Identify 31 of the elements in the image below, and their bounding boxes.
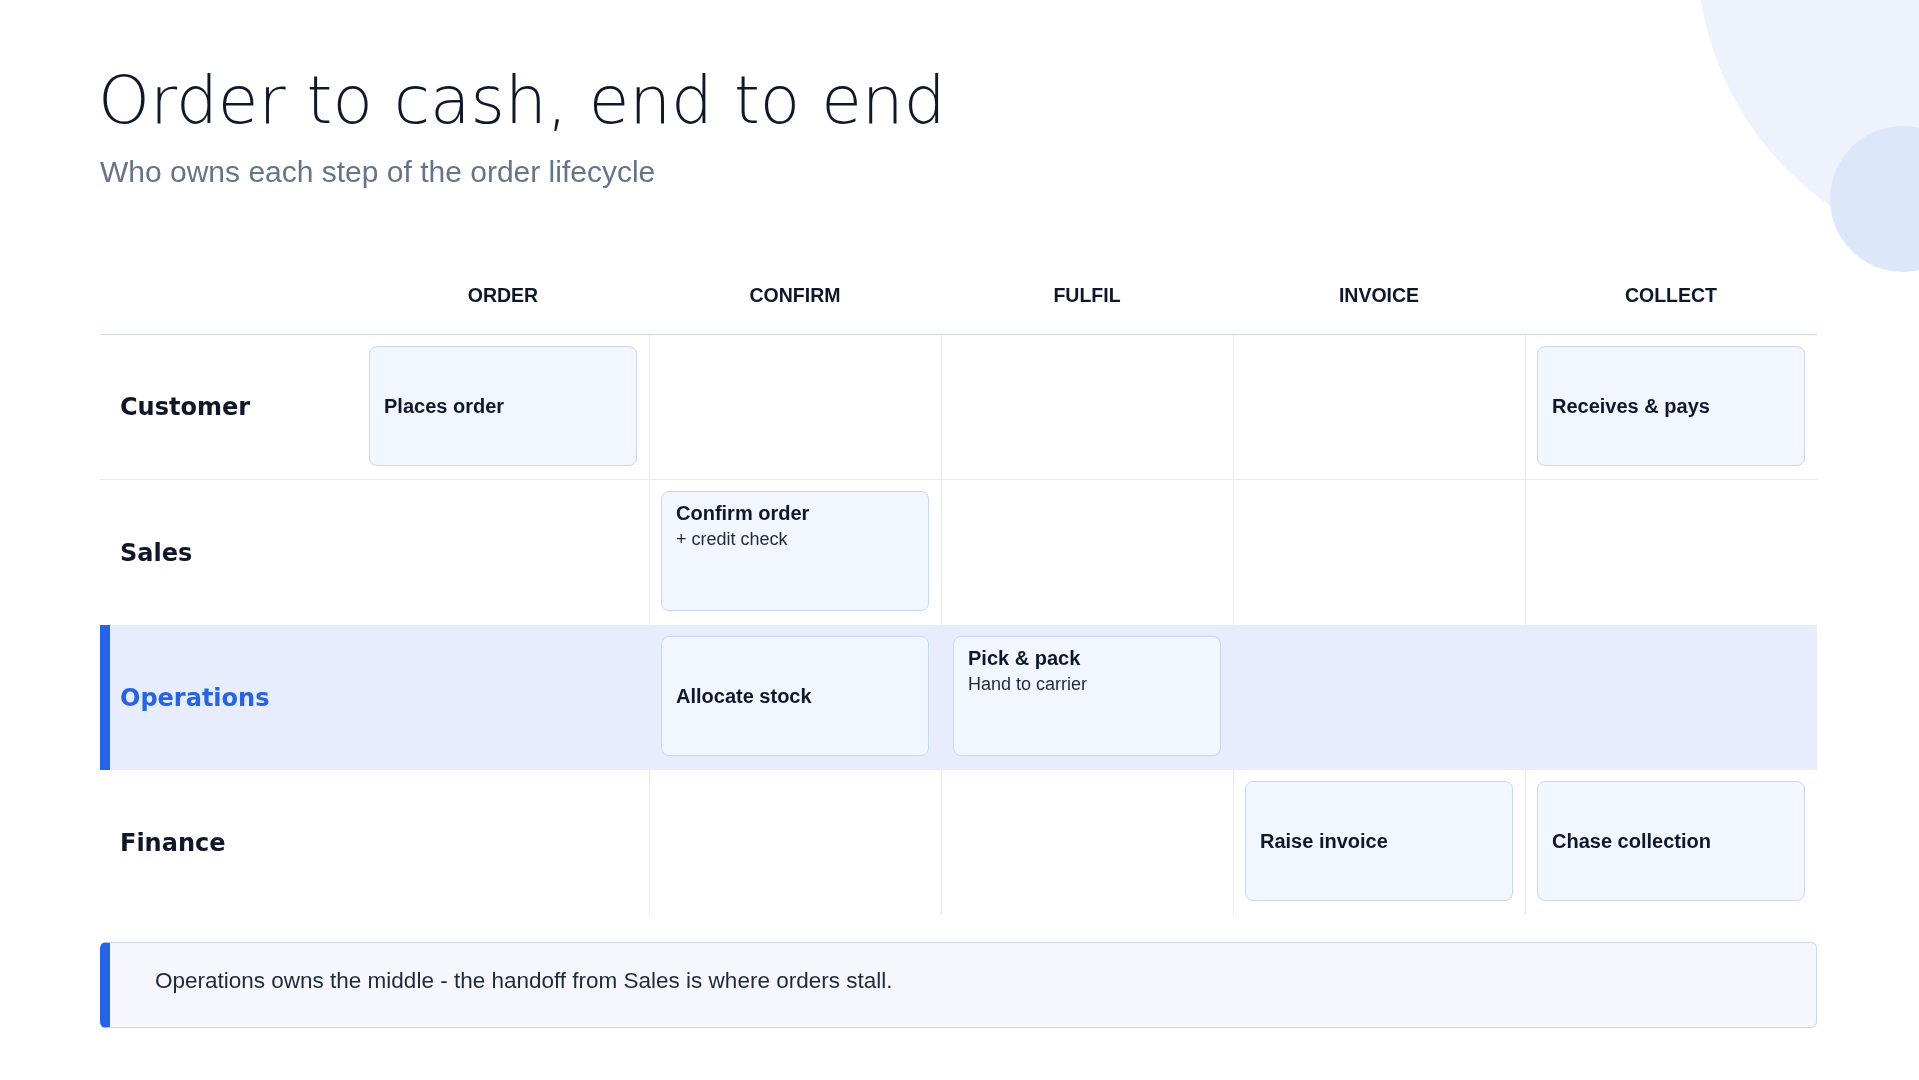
- callout-box: [100, 942, 1817, 1028]
- lane-label: Customer: [120, 393, 251, 421]
- column-header: CONFIRM: [749, 282, 841, 307]
- step-title: Pick & pack: [968, 647, 1081, 669]
- highlighted-swimlane: [100, 625, 1817, 770]
- step-card: [661, 636, 929, 756]
- lane-label: Operations: [120, 683, 270, 712]
- column-header: INVOICE: [1338, 282, 1420, 307]
- step-card: [1537, 346, 1805, 466]
- swimlane: [100, 335, 1817, 480]
- step-title: Confirm order: [676, 502, 810, 524]
- step-card: [953, 636, 1221, 756]
- column-header: FULFIL: [1053, 282, 1121, 307]
- column-header: COLLECT: [1624, 282, 1718, 307]
- title: Order to cash, end to end: [98, 68, 946, 134]
- column-header: ORDER: [467, 282, 539, 307]
- lane-label: Finance: [120, 828, 226, 857]
- step-note: Hand to carrier: [968, 673, 1088, 695]
- step-title: Chase collection: [1552, 830, 1711, 852]
- step-card: [1245, 781, 1513, 901]
- callout-text: Operations owns the middle - the handoff from Sales is where orders stall.: [155, 967, 893, 995]
- lane-label: Sales: [120, 538, 193, 567]
- step-title: Raise invoice: [1260, 830, 1388, 852]
- step-note: + credit check: [676, 528, 788, 550]
- step-card: [661, 491, 929, 611]
- subtitle: Who owns each step of the order lifecycle: [100, 155, 656, 189]
- step-card: [1537, 781, 1805, 901]
- step-title: Receives & pays: [1552, 395, 1710, 417]
- step-card: [369, 346, 637, 466]
- step-title: Allocate stock: [676, 685, 812, 707]
- step-title: Places order: [384, 395, 505, 417]
